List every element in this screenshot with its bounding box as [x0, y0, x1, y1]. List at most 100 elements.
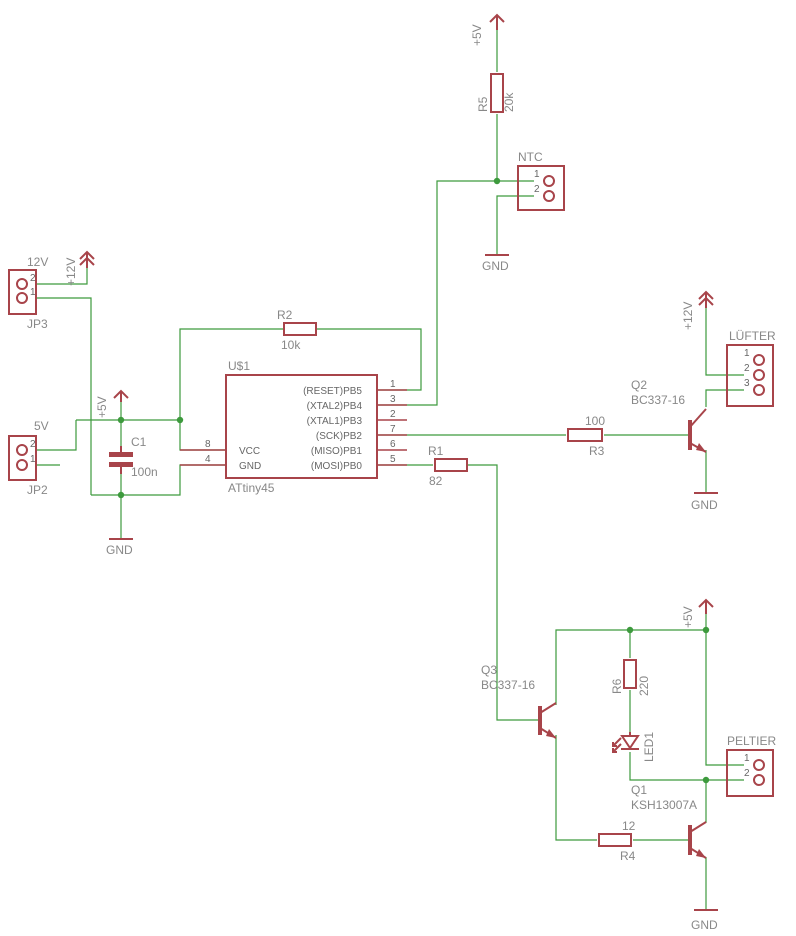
junction-dot — [493, 177, 501, 185]
junction-dot — [702, 626, 710, 634]
pin-number: 1 — [744, 348, 750, 359]
gnd-ntc: GND — [482, 254, 509, 273]
ic-pin-label: (XTAL1)PB3 — [307, 416, 363, 427]
ic-pin-number: 8 — [205, 439, 211, 450]
resistor-r1: R1 82 — [428, 444, 468, 488]
resistor-name: R5 — [476, 96, 490, 112]
ic-pin-number: 1 — [390, 379, 396, 390]
ic-pin-label: VCC — [239, 446, 260, 457]
gnd-fan: GND — [691, 492, 718, 512]
transistor-q1: Q1 KSH13007A — [631, 783, 707, 859]
connector-name: PELTIER — [727, 734, 776, 748]
resistor-value: 10k — [281, 338, 301, 352]
resistor-value: 82 — [429, 474, 443, 488]
connector-fan: 1 2 3 LÜFTER — [726, 329, 776, 407]
pin-number: 2 — [744, 768, 750, 779]
resistor-value: 20k — [502, 92, 516, 112]
connector-name: JP3 — [27, 317, 48, 331]
supply-5v-top: +5V — [470, 13, 505, 46]
supply-12v-jp3: +12V — [64, 250, 95, 286]
ic-pin-number: 2 — [390, 409, 396, 420]
connector-name: JP2 — [27, 483, 48, 497]
connector-value: 12V — [27, 255, 48, 269]
supply-label: +5V — [681, 606, 695, 628]
transistor-name: Q2 — [631, 378, 647, 392]
ic-pin-number: 3 — [390, 394, 396, 405]
connector-ntc: 1 2 NTC — [517, 150, 565, 211]
gnd-label: GND — [106, 543, 133, 557]
supply-label: +12V — [681, 302, 695, 330]
junction-dot — [117, 491, 125, 499]
resistor-r5: R5 20k — [476, 73, 516, 113]
ic-pin-number: 7 — [390, 424, 396, 435]
resistor-name: R3 — [589, 444, 605, 458]
transistor-value: BC337-16 — [481, 678, 535, 692]
pin-number: 2 — [744, 363, 750, 374]
connector-peltier: 1 2 PELTIER — [726, 734, 776, 797]
ic-pin-label: (RESET)PB5 — [303, 386, 362, 397]
supply-label: +5V — [470, 24, 484, 46]
ic-pin-label: (SCK)PB2 — [316, 431, 363, 442]
junction-dot — [626, 626, 634, 634]
ic-pin-number: 5 — [390, 454, 396, 465]
junction-dot — [176, 416, 184, 424]
transistor-name: Q3 — [481, 663, 497, 677]
connector-jp3: 2 1 12V JP3 — [8, 255, 48, 331]
resistor-value: 100 — [585, 414, 605, 428]
resistor-r2: R2 10k — [277, 308, 317, 352]
junction-dot — [117, 416, 125, 424]
gnd-bottom: GND — [691, 909, 718, 932]
ic-value: ATtiny45 — [228, 481, 275, 495]
led-led1: LED1 — [612, 732, 656, 762]
capacitor-name: C1 — [131, 435, 147, 449]
pin-number: 1 — [744, 753, 750, 764]
transistor-value: BC337-16 — [631, 393, 685, 407]
transistor-q2: Q2 BC337-16 — [631, 378, 707, 453]
gnd-label: GND — [482, 259, 509, 273]
pin-number: 1 — [534, 169, 540, 180]
transistor-q3: Q3 BC337-16 — [481, 663, 557, 739]
ic-pin-number: 6 — [390, 439, 396, 450]
connector-name: LÜFTER — [729, 329, 776, 343]
ic-pin-label: (MISO)PB1 — [311, 446, 363, 457]
resistor-name: R1 — [428, 444, 444, 458]
transistor-value: KSH13007A — [631, 798, 697, 812]
resistor-name: R6 — [610, 678, 624, 694]
supply-5v-peltier: +5V — [681, 598, 714, 628]
junction-dot — [702, 776, 710, 784]
resistor-name: R2 — [277, 308, 293, 322]
supply-5v-left: +5V — [95, 389, 129, 418]
pin-number: 2 — [30, 439, 36, 450]
ic-pin-label: (XTAL2)PB4 — [307, 401, 363, 412]
resistor-r3: 100 R3 — [567, 414, 605, 458]
capacitor-value: 100n — [131, 465, 158, 479]
connector-value: 5V — [34, 419, 49, 433]
pin-number: 3 — [744, 378, 750, 389]
ic-attiny45: U$1 ATtiny45 8 4 VCC GND 1 3 2 7 6 5 (RE… — [180, 359, 407, 495]
supply-12v-fan: +12V — [681, 290, 714, 330]
resistor-value: 220 — [637, 676, 651, 696]
ic-pin-label: (MOSI)PB0 — [311, 461, 363, 472]
pin-number: 2 — [534, 184, 540, 195]
resistor-value: 12 — [622, 819, 636, 833]
connector-jp2: 2 1 5V JP2 — [8, 419, 49, 497]
ic-pin-label: GND — [239, 461, 261, 472]
capacitor-c1: C1 100n — [109, 435, 158, 479]
junctions — [117, 177, 710, 784]
pin-number: 1 — [30, 454, 36, 465]
resistor-r6: R6 220 — [610, 659, 651, 696]
gnd-left: GND — [106, 538, 133, 557]
led-name: LED1 — [642, 732, 656, 762]
pin-number: 2 — [30, 273, 36, 284]
transistor-name: Q1 — [631, 783, 647, 797]
supply-label: +12V — [64, 258, 78, 286]
ic-pin-number: 4 — [205, 454, 211, 465]
gnd-label: GND — [691, 498, 718, 512]
resistor-r4: 12 R4 — [598, 819, 636, 863]
resistor-name: R4 — [620, 849, 636, 863]
gnd-label: GND — [691, 918, 718, 932]
pin-number: 1 — [30, 287, 36, 298]
connector-name: NTC — [518, 150, 543, 164]
supply-label: +5V — [95, 396, 109, 418]
